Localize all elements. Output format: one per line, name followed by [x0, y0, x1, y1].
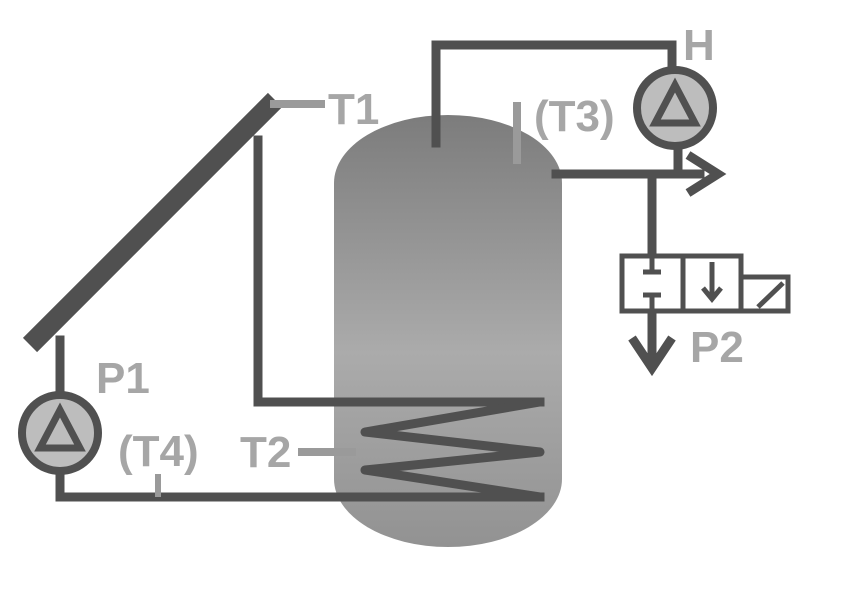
label-t2: T2: [240, 428, 291, 477]
label-p1: P1: [96, 354, 150, 403]
label-h: H: [683, 21, 715, 70]
arrow-right-icon: [685, 151, 727, 197]
heat-exchanger-coil: [360, 397, 545, 502]
arrow-down-icon: [628, 335, 676, 377]
pump-icon: [633, 66, 717, 150]
label-t4: (T4): [118, 427, 199, 476]
solenoid-valve-icon: [619, 253, 791, 314]
label-t3: (T3): [534, 92, 615, 141]
hot-water-circuit-piping: [431, 40, 705, 261]
label-t1: T1: [328, 85, 379, 134]
solar-collector: [22, 92, 283, 353]
label-p2: P2: [690, 323, 744, 372]
pump-icon: [18, 391, 102, 475]
